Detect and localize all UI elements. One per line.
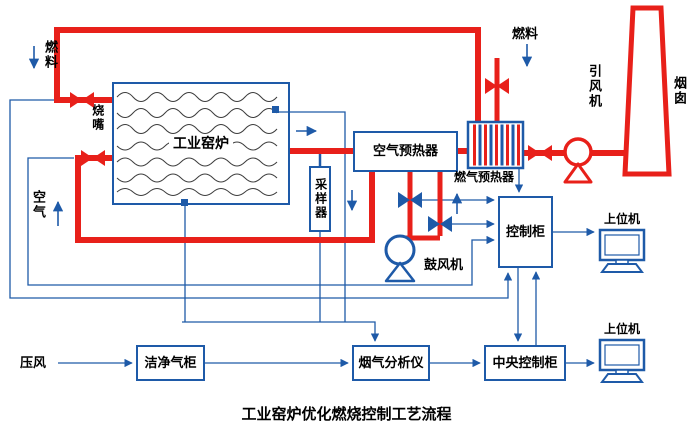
furnace-box: 工业窑炉: [112, 82, 290, 205]
control-cabinet-box: 控制柜: [498, 196, 553, 268]
air-label: 空气: [30, 190, 46, 220]
furnace-sensor-bottom-icon: [181, 199, 188, 206]
fuel-left-label: 燃料: [42, 40, 58, 70]
blower-label: 鼓风机: [424, 257, 464, 272]
burner-label: 烧嘴: [90, 104, 105, 132]
gas-preheater-box: [466, 120, 525, 170]
sampler-label: 采样器: [313, 178, 328, 220]
signal-air-valve-to-cabinet: [27, 157, 495, 286]
furnace-sensor-right-icon: [272, 106, 279, 113]
host-computer-bottom-icon: [598, 338, 646, 383]
flow-arrows: [28, 44, 533, 226]
flame-squiggle: [116, 124, 278, 134]
id-fan-label: 引风机: [586, 64, 602, 109]
flame-squiggle: [116, 173, 278, 183]
signal-collector-to-analyzer: [182, 321, 380, 342]
fuel-right-label: 燃料: [512, 26, 539, 41]
diagram-caption: 工业窑炉优化燃烧控制工艺流程: [241, 406, 452, 423]
flue-valve-icon: [528, 145, 552, 161]
central-control-cabinet-label: 中央控制柜: [492, 354, 558, 370]
host-computer-top-icon: [598, 228, 646, 273]
signal-lines: [9, 99, 595, 368]
air-control-valve-left-icon: [398, 192, 422, 208]
fuel-valve-left-icon: [70, 92, 94, 108]
control-cabinet-label: 控制柜: [505, 223, 545, 239]
air-preheater-label: 空气预热器: [372, 143, 438, 159]
host-computer-bottom-label: 上位机: [603, 322, 640, 336]
host-computer-top-label: 上位机: [603, 212, 640, 226]
valves: [70, 78, 552, 232]
id-fan-icon: [563, 137, 593, 184]
air-preheater-box: 空气预热器: [353, 131, 458, 172]
signal-furnace-sensor-right: [278, 111, 346, 322]
central-control-cabinet-box: 中央控制柜: [484, 345, 566, 381]
chimney-label: 烟囱: [671, 76, 687, 106]
flame-squiggle: [116, 157, 278, 167]
flame-squiggle: [116, 188, 278, 196]
furnace-label: 工业窑炉: [169, 134, 233, 153]
furnace-flames: [116, 92, 278, 196]
flue-gas-analyzer-box: 烟气分析仪: [352, 345, 430, 381]
flue-gas-analyzer-label: 烟气分析仪: [358, 354, 424, 370]
chimney-shape: [622, 5, 672, 177]
air-control-valve-right-icon: [428, 216, 452, 232]
blower-fan-icon: [384, 234, 416, 283]
flame-squiggle: [116, 108, 278, 118]
clean-gas-cabinet-box: 洁净气柜: [136, 345, 205, 381]
air-valve-left-icon: [81, 150, 105, 166]
fuel-valve-right-icon: [485, 78, 509, 94]
compressed-air-label: 压风: [20, 355, 47, 370]
flame-squiggle: [116, 92, 278, 102]
clean-gas-cabinet-label: 洁净气柜: [144, 354, 197, 370]
sampler-box: 采样器: [309, 166, 331, 232]
gas-preheater-label: 燃气预热器: [453, 170, 514, 184]
signal-fuel-valve-to-cabinet: [9, 99, 513, 299]
